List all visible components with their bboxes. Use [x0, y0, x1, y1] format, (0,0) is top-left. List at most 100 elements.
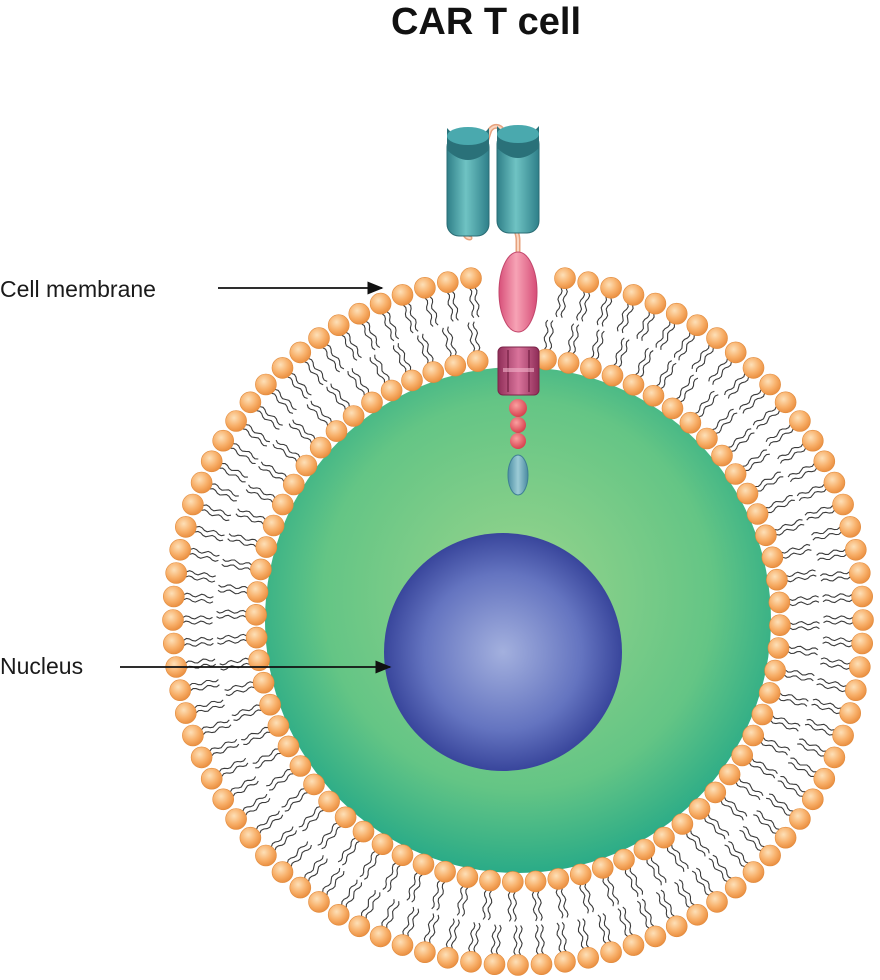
lipid-tail: [613, 337, 625, 366]
lipid-tail: [785, 669, 815, 677]
lipid-head: [245, 626, 268, 649]
lipid-tail: [770, 720, 799, 732]
lipid-head: [724, 341, 747, 364]
lipid-head: [774, 391, 797, 414]
lipid-tail: [820, 576, 851, 582]
transmembrane-domain: [497, 346, 540, 396]
lipid-head: [282, 473, 305, 496]
lipid-tail: [222, 558, 252, 566]
lipid-tail: [691, 870, 710, 896]
cell-membrane-label: Cell membrane: [0, 276, 156, 302]
lipid-head: [289, 341, 312, 364]
lipid-tail: [788, 645, 819, 651]
lipid-head: [182, 493, 204, 516]
lipid-head: [501, 871, 524, 893]
lipid-tail: [190, 684, 220, 692]
lipid-head: [169, 538, 191, 561]
lipid-head: [309, 436, 332, 459]
lipid-head: [622, 373, 645, 396]
lipid-tail: [281, 788, 305, 808]
lipid-head: [844, 538, 867, 561]
lipid-tail: [218, 584, 249, 590]
lipid-tail: [797, 743, 825, 757]
lipid-head: [671, 813, 694, 835]
lipid-head: [369, 292, 392, 315]
lipid-head: [289, 755, 312, 777]
lipid-tail: [417, 335, 429, 364]
lipid-tail: [326, 344, 345, 370]
lipid-tail: [616, 303, 629, 332]
lipid-tail: [381, 899, 395, 927]
lipid-tail: [347, 371, 365, 396]
lipid-head: [169, 679, 191, 702]
lipid-tail: [738, 389, 762, 410]
lipid-tail: [812, 698, 842, 710]
lipid-tail: [811, 526, 841, 536]
lipid-head: [851, 632, 874, 655]
lipid-head: [554, 267, 576, 290]
lipid-tail: [820, 657, 851, 665]
lipid-tail: [227, 538, 257, 548]
lipid-tail: [195, 704, 225, 714]
lipid-head: [190, 746, 213, 769]
lipid-tail: [823, 615, 854, 620]
lipid-head: [801, 429, 824, 452]
lipid-tail: [676, 374, 694, 400]
lipid-tail: [482, 889, 488, 920]
lipid-tail: [225, 686, 255, 697]
lipid-head: [718, 763, 741, 786]
lipid-tail: [774, 519, 803, 531]
signal-bead: [510, 433, 526, 449]
lipid-tail: [555, 889, 564, 919]
lipid-tail: [812, 531, 842, 541]
lipid-head: [252, 671, 275, 694]
lipid-tail: [183, 597, 214, 604]
lipid-head: [759, 844, 781, 867]
lipid-tail: [742, 826, 765, 848]
lipid-tail: [607, 876, 619, 905]
lipid-tail: [602, 913, 612, 943]
lipid-tail: [447, 326, 457, 356]
lipid-tail: [218, 757, 247, 773]
lipid-head: [569, 863, 592, 886]
lipid-tail: [696, 867, 714, 893]
lipid-head: [600, 276, 622, 299]
lipid-tail: [241, 726, 269, 741]
lipid-tail: [579, 884, 589, 914]
lipid-tail: [431, 880, 441, 910]
lipid-tail: [235, 513, 264, 525]
lipid-tail: [804, 723, 833, 736]
lipid-tail: [490, 924, 497, 955]
lipid-head: [277, 735, 300, 758]
lipid-head: [225, 410, 247, 432]
lipid-head: [731, 744, 754, 767]
lipid-tail: [231, 704, 260, 717]
lipid-tail: [302, 809, 324, 832]
lipid-tail: [272, 444, 298, 462]
lipid-tail: [321, 825, 342, 850]
lipid-head: [613, 848, 635, 871]
lipid-tail: [472, 321, 481, 351]
lipid-tail: [219, 467, 246, 483]
signal-bead: [510, 417, 526, 433]
lipid-tail: [779, 447, 807, 464]
lipid-tail: [217, 639, 248, 645]
lipid-tail: [185, 575, 216, 583]
signaling-tail-domain: [507, 454, 529, 496]
lipid-head: [456, 866, 479, 888]
lipid-tail: [258, 466, 285, 482]
lipid-head: [248, 649, 270, 672]
diagram-title: CAR T cell: [390, 1, 582, 43]
lipid-tail: [823, 620, 854, 625]
lipid-tail: [269, 773, 294, 791]
lipid-head: [679, 411, 702, 434]
lipid-head: [653, 826, 675, 849]
lipid-tail: [209, 488, 237, 502]
lipid-tail: [656, 360, 672, 387]
lipid-tail: [421, 333, 434, 362]
lipid-head: [848, 562, 871, 584]
lipid-tail: [590, 329, 600, 359]
lipid-tail: [189, 679, 219, 687]
lipid-tail: [602, 878, 615, 907]
lipid-tail: [364, 853, 380, 880]
